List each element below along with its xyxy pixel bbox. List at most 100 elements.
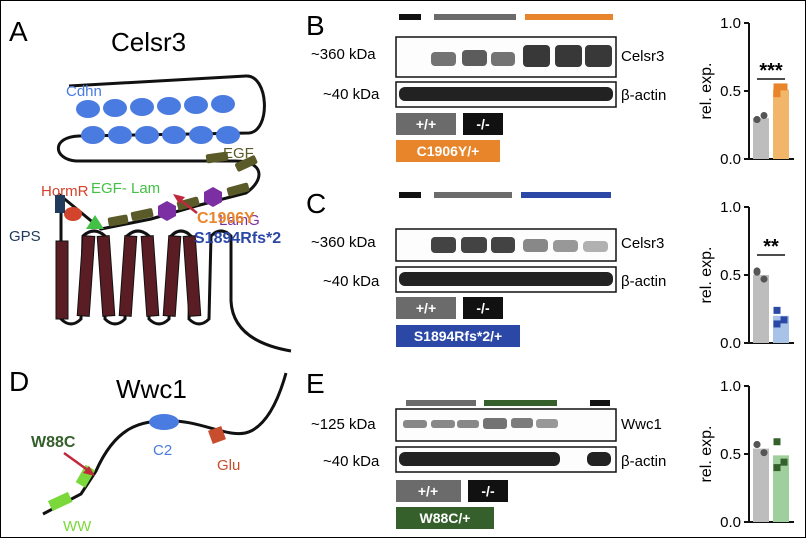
data-point	[780, 458, 788, 466]
celsr3-backbone	[57, 74, 266, 241]
genotype-bar-ko	[434, 14, 516, 20]
actin-band	[399, 452, 560, 466]
panel-letter-c: C	[306, 188, 326, 219]
genotype-bar-mut	[525, 14, 613, 20]
transmembrane-helices	[55, 229, 292, 353]
band	[431, 237, 456, 253]
mutation-arrowhead	[173, 194, 185, 204]
genotype-bar-mut	[521, 192, 611, 198]
egf-domain	[176, 196, 200, 211]
actin-band	[587, 452, 611, 466]
gps-label: GPS	[9, 228, 41, 245]
wwc1-blot-label: Wwc1	[621, 416, 662, 433]
cdhn-repeats	[76, 95, 240, 144]
tm-helix	[55, 240, 69, 320]
cdhn-domain	[157, 97, 181, 115]
legend-mut	[396, 325, 520, 347]
celsr3-bands	[431, 237, 608, 253]
mw-360: ~360 kDa	[311, 234, 376, 251]
panel-letter-b: B	[306, 10, 325, 41]
legend-ko	[463, 297, 503, 319]
egf-lam-label: EGF- Lam	[91, 180, 160, 197]
actin-band	[399, 87, 613, 101]
mw-125: ~125 kDa	[311, 416, 376, 433]
cdhn-domain	[135, 126, 159, 144]
actin-label: β-actin	[621, 453, 666, 470]
band	[511, 418, 533, 428]
bar-1	[773, 89, 789, 159]
legend-ko	[463, 113, 503, 135]
band	[523, 239, 548, 252]
band	[523, 45, 550, 67]
genotype-bar-wt	[399, 14, 421, 20]
actin-label: β-actin	[621, 87, 666, 104]
bar-1	[773, 455, 789, 522]
genotype-bar-ko	[434, 192, 512, 198]
band	[536, 419, 558, 428]
mutation-s1894rfs: S1894Rfs*2	[194, 230, 281, 247]
data-point	[780, 316, 788, 324]
glu-label: Glu	[217, 457, 240, 474]
legend-wt	[396, 113, 456, 135]
data-point	[753, 268, 761, 276]
band	[462, 50, 487, 66]
bar-0	[753, 118, 769, 159]
cdhn-domain	[162, 126, 186, 144]
band	[403, 420, 427, 428]
mw-40: ~40 kDa	[323, 273, 380, 290]
legend-wt-text: +/+	[418, 483, 438, 499]
band	[583, 241, 608, 252]
cdhn-domain	[189, 126, 213, 144]
egf-domain	[130, 208, 154, 221]
panel-letter-d: D	[9, 366, 29, 397]
panel-e: E ~125 kDa ~40 kDa Wwc1 β-actin +/+ -/- …	[306, 368, 666, 529]
bar-0	[753, 275, 769, 343]
tm-helix	[76, 235, 96, 317]
legend-mut	[396, 140, 500, 162]
egf-domain	[226, 182, 250, 197]
band	[491, 237, 515, 253]
y-tick-label: 0.5	[720, 446, 741, 463]
sig-c: **	[763, 236, 779, 258]
celsr3-blot-label: Celsr3	[621, 48, 664, 65]
legend-wt	[396, 297, 456, 319]
genotype-bar-ko	[590, 400, 610, 406]
genotype-bar-mut	[484, 400, 557, 406]
ww-domain	[47, 491, 73, 512]
lamg-domain	[204, 187, 222, 207]
genotype-bar-wt	[406, 400, 476, 406]
band	[585, 45, 612, 67]
legend-mut-text: W88C/+	[420, 510, 471, 526]
cdhn-domain	[216, 126, 240, 144]
tm-loop	[59, 229, 292, 353]
ww-label: WW	[63, 518, 92, 535]
data-point	[773, 320, 781, 328]
egf-domain	[205, 151, 229, 164]
egf-label: EGF	[223, 145, 254, 162]
legend-mut	[396, 507, 494, 529]
legend-mut-text: S1894Rfs*2/+	[414, 328, 502, 344]
actin-band	[399, 272, 613, 286]
data-point	[753, 440, 761, 448]
band	[555, 45, 582, 67]
band	[553, 240, 578, 252]
band	[461, 237, 487, 253]
genotype-bar-wt	[399, 192, 421, 198]
legend-wt-text: +/+	[416, 116, 436, 132]
sig-b: ***	[759, 60, 783, 82]
legend-wt-text: +/+	[416, 300, 436, 316]
cdhn-domain	[103, 99, 127, 117]
egf-lam-marker	[86, 215, 104, 229]
y-axis-label: rel. exp.	[698, 247, 715, 304]
band	[431, 420, 455, 428]
y-tick-label: 1.0	[720, 199, 741, 216]
wwc1-bands	[403, 418, 558, 429]
egf-domain	[107, 214, 129, 227]
celsr3-bands	[431, 45, 612, 67]
cdhn-domain	[130, 98, 154, 116]
celsr3-title: Celsr3	[111, 27, 186, 57]
glu-domain	[208, 426, 226, 444]
cdhn-label: Cdhn	[66, 83, 102, 100]
